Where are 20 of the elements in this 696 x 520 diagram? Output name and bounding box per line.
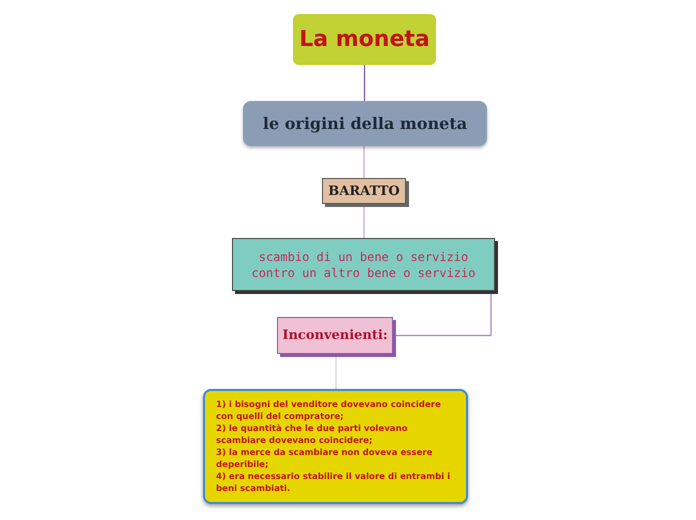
list-item-text: 1) i bisogni del venditore dovevano coincidere con quelli del compratore; xyxy=(216,398,442,422)
connector-line xyxy=(363,204,365,238)
connector-line xyxy=(363,146,365,178)
list-item-text: 4) era necessario stabilire il valore di entrambi i beni scambiati. xyxy=(216,470,452,494)
keyword-box xyxy=(322,178,406,204)
node-text: La moneta xyxy=(299,27,430,52)
connector-line xyxy=(364,65,366,101)
connector-line xyxy=(395,293,492,336)
node-text: Inconvenienti: xyxy=(282,328,388,343)
note-box xyxy=(203,389,468,504)
connector-line xyxy=(335,354,337,389)
node-text: BARATTO xyxy=(328,184,400,198)
node-text: le origini della moneta xyxy=(262,114,468,133)
title-box xyxy=(293,14,436,65)
definition-box xyxy=(232,238,495,291)
list-item-text: 3) la merce da scambiare non doveva essere deperibile; xyxy=(216,446,434,470)
node-text: scambio di un bene o servizio contro un altro bene o servizio xyxy=(250,248,476,280)
topic-box xyxy=(243,101,487,146)
subtopic-box xyxy=(277,317,393,354)
list-item-text: 2) le quantità che le due parti volevano scambiare dovevano coincidere; xyxy=(216,422,409,446)
